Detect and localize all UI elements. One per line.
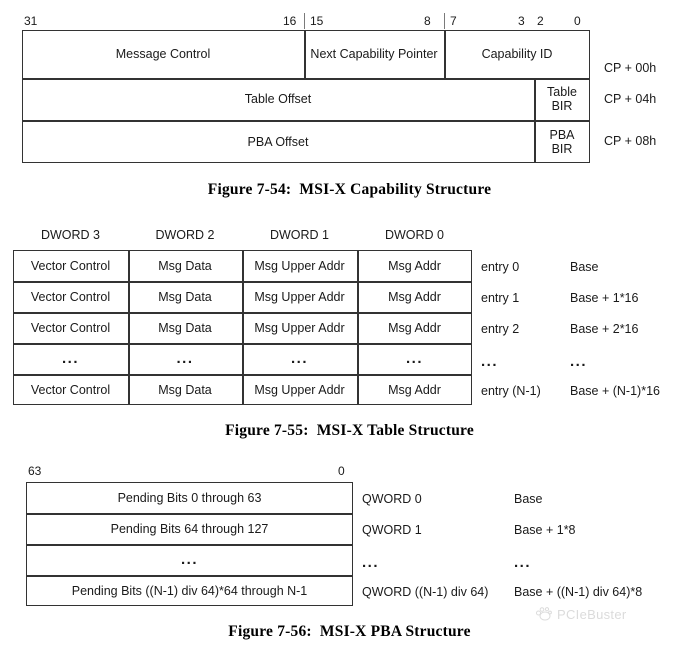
pba-bit-label-0: 0: [338, 464, 345, 478]
pba-qword-ellipsis: ...: [362, 554, 380, 571]
capability-col-divider-2: [444, 30, 446, 78]
offset-label-cp-08h: CP + 08h: [604, 134, 657, 148]
table-col-divider-2: [242, 250, 244, 405]
bit-label-3: 3: [518, 14, 525, 28]
capability-col-divider-1: [304, 30, 306, 78]
table-base-label: Base + 2*16: [570, 322, 639, 336]
cell-table-bir: Table BIR: [547, 85, 577, 113]
table-base-ellipsis: ...: [570, 353, 588, 370]
table-row: Msg Addr: [388, 289, 441, 304]
table-entry-label: entry 2: [481, 322, 520, 336]
table-base-label: Base: [570, 260, 599, 274]
bit-label-31: 31: [24, 14, 38, 28]
table-row: Msg Addr: [388, 320, 441, 335]
header-dword-2: DWORD 2: [155, 228, 215, 242]
offset-label-cp-00h: CP + 00h: [604, 61, 657, 75]
bit-label-15: 15: [310, 14, 324, 28]
table-entry-label: entry 0: [481, 260, 520, 274]
pba-qword-label: QWORD ((N-1) div 64): [362, 585, 489, 599]
capability-bir-divider: [534, 78, 536, 163]
table-row-ellipsis: ...: [290, 349, 308, 367]
pba-base-label: Base + ((N-1) div 64)*8: [514, 585, 643, 599]
cell-pba-bir: PBA BIR: [549, 127, 575, 156]
watermark-text: PCIeBuster: [557, 606, 627, 622]
table-base-label: Base + 1*16: [570, 291, 639, 305]
capability-row-divider-2: [22, 120, 590, 122]
table-row: Vector Control: [30, 289, 111, 304]
figure-caption-7-54: Figure 7-54: MSI-X Capability Structure: [207, 181, 492, 198]
pba-row-divider-1: [26, 513, 353, 515]
table-row: Vector Control: [30, 258, 111, 273]
pba-base-label: Base: [514, 492, 543, 506]
table-entry-label: entry 1: [481, 291, 520, 305]
pba-row-cell: Pending Bits ((N-1) div 64)*64 through N…: [71, 583, 308, 598]
table-base-label: Base + (N-1)*16: [570, 384, 660, 398]
table-row: Msg Upper Addr: [254, 320, 345, 335]
header-dword-0: DWORD 0: [384, 228, 445, 242]
watermark: PCIeBuster: [534, 606, 626, 622]
pba-qword-label: QWORD 0: [362, 492, 422, 506]
table-col-divider-1: [128, 250, 130, 405]
pba-row-ellipsis: ...: [180, 550, 198, 568]
pba-base-label: Base + 1*8: [514, 523, 576, 537]
table-row: Vector Control: [30, 382, 111, 397]
bit-label-2: 2: [537, 14, 544, 28]
table-row-ellipsis: ...: [405, 349, 423, 367]
table-row: Msg Data: [158, 320, 212, 335]
table-row: Msg Data: [158, 258, 212, 273]
bit-tick-15: [304, 13, 305, 29]
header-dword-1: DWORD 1: [269, 228, 330, 242]
pba-qword-label: QWORD 1: [362, 523, 422, 537]
pba-row-cell: Pending Bits 64 through 127: [110, 521, 269, 536]
offset-label-cp-04h: CP + 04h: [604, 92, 657, 106]
cell-capability-id: Capability ID: [481, 47, 553, 61]
bit-label-16: 16: [283, 14, 297, 28]
pba-row-divider-2: [26, 544, 353, 546]
figure-caption-7-55: Figure 7-55: MSI-X Table Structure: [225, 422, 474, 439]
table-row-ellipsis: ...: [61, 349, 79, 367]
table-row: Msg Addr: [388, 258, 441, 273]
table-row: Msg Data: [158, 382, 212, 397]
cell-next-capability-pointer: Next Capability Pointer: [310, 47, 438, 61]
header-dword-3: DWORD 3: [40, 228, 101, 242]
bit-label-8: 8: [424, 14, 431, 28]
bit-label-0: 0: [574, 14, 581, 28]
table-row: Msg Upper Addr: [254, 382, 345, 397]
capability-row-divider-1: [22, 78, 590, 80]
table-row: Vector Control: [30, 320, 111, 335]
table-row-ellipsis: ...: [176, 349, 194, 367]
bit-tick-7: [444, 13, 445, 29]
cell-table-offset: Table Offset: [244, 92, 312, 106]
pba-bit-label-63: 63: [28, 464, 42, 478]
cell-message-control: Message Control: [115, 47, 211, 61]
table-row: Msg Upper Addr: [254, 289, 345, 304]
capability-table-frame: [22, 30, 590, 163]
table-col-divider-3: [357, 250, 359, 405]
figure-caption-7-56: Figure 7-56: MSI-X PBA Structure: [228, 623, 471, 640]
pba-row-divider-3: [26, 575, 353, 577]
pba-row-cell: Pending Bits 0 through 63: [117, 490, 262, 505]
pba-base-ellipsis: ...: [514, 554, 532, 571]
table-row: Msg Addr: [388, 382, 441, 397]
paw-logo-icon: [534, 606, 552, 622]
bit-label-7: 7: [450, 14, 457, 28]
cell-pba-offset: PBA Offset: [247, 134, 309, 149]
table-row: Msg Data: [158, 289, 212, 304]
table-row: Msg Upper Addr: [254, 258, 345, 273]
table-entry-ellipsis: ...: [481, 353, 499, 370]
table-entry-label: entry (N-1): [481, 384, 541, 398]
